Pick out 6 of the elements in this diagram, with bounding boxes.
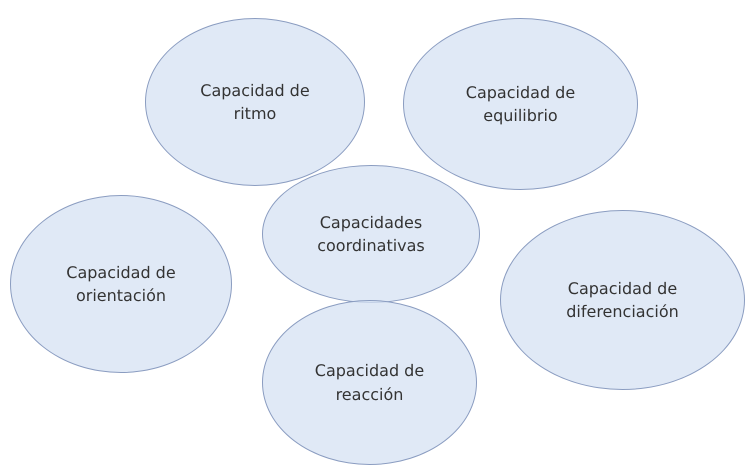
ellipse-label: Capacidad de ritmo xyxy=(200,80,310,125)
ellipse-label: Capacidad de reacción xyxy=(314,360,424,406)
ellipse-label: Capacidad de equilibrio xyxy=(466,82,576,127)
ellipse-label: Capacidad de diferenciación xyxy=(565,278,680,323)
ellipse-label: Capacidad de orientación xyxy=(65,262,177,307)
ellipse-label: Capacidades coordinativas xyxy=(316,212,426,257)
